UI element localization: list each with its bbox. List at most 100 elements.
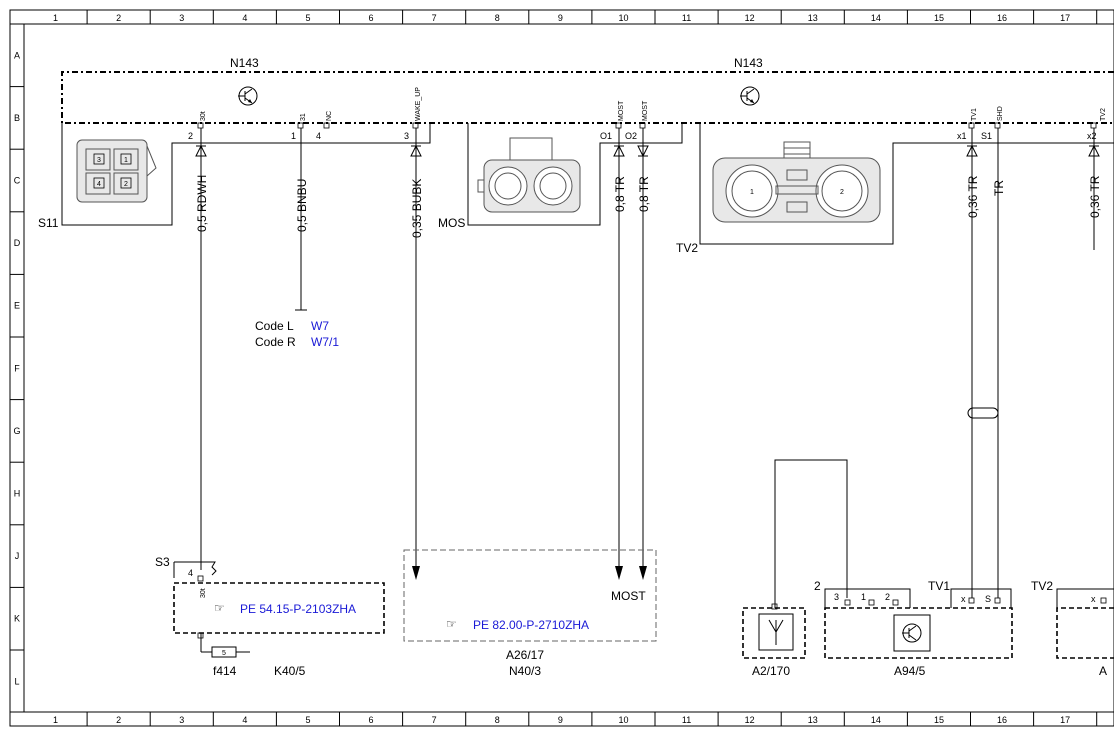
fuse-label-f414: f414 [213, 664, 237, 678]
connector-s11-label: S11 [38, 216, 59, 230]
pin-stub [968, 597, 975, 604]
column-label: 16 [997, 13, 1007, 23]
a94-pin: 1 [861, 592, 866, 602]
wires [200, 128, 1095, 598]
s11-pin-label: 4 [97, 181, 101, 188]
column-label: 9 [558, 715, 563, 725]
row-label: L [14, 676, 19, 686]
a94-connector-left [824, 588, 911, 608]
pin-nc: NC [326, 111, 333, 121]
column-label: 13 [808, 715, 818, 725]
column-label: 7 [432, 715, 437, 725]
row-label: H [14, 489, 21, 499]
wire-label-tr-o2: 0,8 TR [637, 176, 651, 212]
pointer-hand-icon: ☞ [446, 617, 457, 631]
code-r-label: Code R [255, 335, 296, 349]
a94-5-boundary [824, 607, 1013, 659]
column-label: 6 [369, 13, 374, 23]
tv1-pin: S [985, 594, 991, 604]
pin-number-1: 1 [291, 131, 296, 141]
row-label: A [14, 50, 20, 60]
n143-boundary [61, 71, 1114, 124]
column-label: 1 [53, 715, 58, 725]
k40-5-label: K40/5 [274, 664, 306, 678]
a94-5-label: A94/5 [894, 664, 926, 678]
s3-pin-number: 4 [188, 568, 193, 578]
column-label: 15 [934, 715, 944, 725]
antenna-icon [758, 613, 794, 651]
wire-label-tr-x2: 0,36 TR [1088, 175, 1102, 218]
ref-pe-54-15[interactable]: PE 54.15-P-2103ZHA [240, 602, 356, 616]
column-label: 14 [871, 715, 881, 725]
s3-label: S3 [155, 555, 170, 569]
tv2-pin-label: 2 [840, 189, 844, 196]
pin-number-o1: O1 [600, 131, 612, 141]
row-label: D [14, 238, 21, 248]
tv2-lower-connector [1056, 588, 1114, 608]
tv2-lower-pin: x [1091, 594, 1096, 604]
pin-number-o2: O2 [625, 131, 637, 141]
pin-number-3: 3 [404, 131, 409, 141]
column-label: 12 [745, 715, 755, 725]
column-label: 4 [242, 715, 247, 725]
column-label: 17 [1060, 13, 1070, 23]
partial-module-label: A [1099, 664, 1107, 678]
column-label: 14 [871, 13, 881, 23]
column-label: 3 [179, 13, 184, 23]
pin-most-2: MOST [642, 100, 649, 121]
column-label: 2 [116, 13, 121, 23]
pin-number-x2: x2 [1087, 131, 1097, 141]
column-label: 8 [495, 13, 500, 23]
connector-s11-outline [61, 123, 431, 226]
pin-stub [197, 575, 204, 582]
most-label: MOST [611, 589, 646, 603]
pin-stub [197, 632, 204, 639]
pin-shd: SHD [997, 106, 1004, 121]
k40-5-boundary [173, 582, 385, 634]
n40-3-label: N40/3 [509, 664, 541, 678]
pin-stub [892, 599, 899, 606]
pin-number-x1: x1 [957, 131, 967, 141]
column-label: 9 [558, 13, 563, 23]
row-ticks [10, 86, 24, 651]
pin-number-2: 2 [188, 131, 193, 141]
pin-31: 31 [300, 113, 307, 121]
column-label: 17 [1060, 715, 1070, 725]
pin-stub [771, 603, 778, 610]
tv2-pin-label: 1 [750, 189, 754, 196]
column-label: 2 [116, 715, 121, 725]
code-r-ref[interactable]: W7/1 [311, 335, 339, 349]
a94-connector-number: 2 [814, 579, 821, 593]
column-label: 11 [682, 13, 691, 23]
connector-mos-outline [467, 123, 683, 226]
connector-mos-label: MOS [438, 216, 465, 230]
column-label: 13 [808, 13, 818, 23]
code-l-ref[interactable]: W7 [311, 319, 329, 333]
ref-pe-82-00[interactable]: PE 82.00-P-2710ZHA [473, 618, 589, 632]
column-label: 10 [618, 13, 628, 23]
a94-pin: 2 [885, 592, 890, 602]
row-label: C [14, 176, 21, 186]
n143-label-right: N143 [734, 56, 763, 70]
connector-tv2-outline [699, 123, 1114, 245]
k40-pin-30t: 30t [200, 588, 207, 598]
a26-17-label: A26/17 [506, 648, 544, 662]
pin-30t: 30t [200, 111, 207, 121]
column-label: 4 [242, 13, 247, 23]
a2-170-label: A2/170 [752, 664, 790, 678]
pin-tv1: TV1 [971, 108, 978, 121]
pin-tv2: TV2 [1100, 108, 1107, 121]
row-label: B [14, 113, 20, 123]
wire-label-tr-o1: 0,8 TR [613, 176, 627, 212]
s11-pin-label: 3 [97, 157, 101, 164]
sheet-border [9, 9, 1114, 727]
pin-stub [994, 597, 1001, 604]
wire-label-bubk: 0,35 BUBK [410, 179, 424, 238]
s11-pin-label: 2 [124, 181, 128, 188]
wire-arrows [195, 144, 1100, 580]
row-label: K [14, 614, 20, 624]
a94-connector-tv1 [950, 588, 1012, 608]
